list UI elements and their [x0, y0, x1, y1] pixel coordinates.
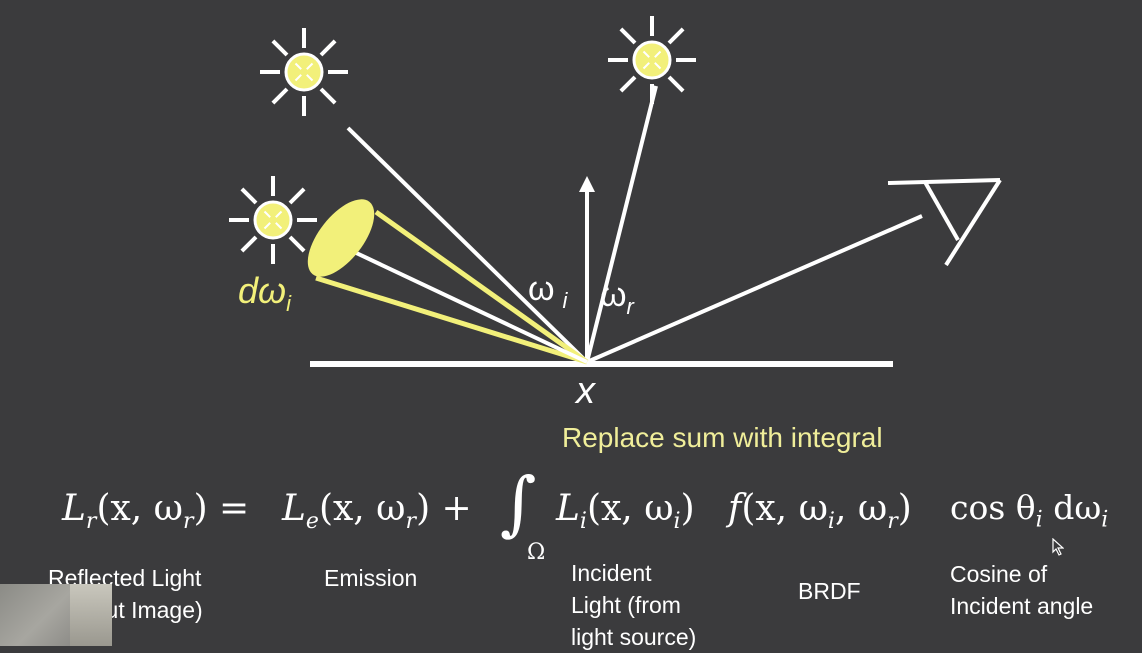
equation-lhs: Lr(x, ωr) =: [62, 488, 250, 535]
rendering-equation-diagram: [229, 16, 1002, 367]
integral-domain: Ω: [527, 540, 546, 565]
sun-ray: [288, 187, 306, 205]
domega-label: dωi: [238, 270, 291, 317]
equation-cosine: cos θi dωi: [950, 488, 1109, 533]
ray-top-light: [585, 85, 658, 363]
point-x-label: x: [576, 370, 595, 412]
sun-ray: [667, 75, 685, 93]
reflected-ray-eye: [586, 214, 923, 364]
caption-replace-sum: Replace sum with integral: [562, 422, 883, 453]
sun-core-mark: [294, 62, 302, 70]
sun-core: [253, 200, 293, 240]
light-source-top-left-icon: [260, 28, 348, 116]
sun-core-mark: [306, 62, 314, 70]
eye-icon: [887, 178, 1002, 267]
sun-ray: [667, 27, 685, 45]
mouse-cursor-icon: [1052, 538, 1064, 556]
equation-brdf: f(x, ωi, ωr): [728, 488, 912, 535]
integral-sign: ∫: [500, 462, 537, 544]
term-emission: Emission: [324, 565, 418, 591]
sun-ray: [619, 75, 637, 93]
solid-angle-cone: [307, 199, 589, 365]
sun-core-mark: [654, 50, 662, 58]
light-source-left-icon: [229, 176, 317, 264]
equation-incident: Li(x, ωi): [556, 488, 695, 535]
sun-ray: [240, 187, 258, 205]
sun-core-mark: [275, 222, 283, 230]
webcam-overlay: [0, 584, 112, 646]
equation-emission: Le(x, ωr) +: [282, 488, 472, 535]
incident-ray-left: [346, 126, 589, 364]
term-brdf: BRDF: [798, 578, 861, 604]
sun-core-mark: [642, 50, 650, 58]
sun-core-mark: [294, 74, 302, 82]
sun-core: [284, 52, 324, 92]
omega-r-label: ωr: [600, 276, 634, 319]
sun-core-mark: [275, 210, 283, 218]
sun-ray: [288, 235, 306, 253]
sun-core-mark: [263, 210, 271, 218]
sun-core-mark: [642, 62, 650, 70]
sun-core-mark: [654, 62, 662, 70]
sun-ray: [319, 39, 337, 57]
sun-core-mark: [306, 74, 314, 82]
sun-ray: [271, 87, 289, 105]
sun-ray: [240, 235, 258, 253]
sun-core-mark: [263, 222, 271, 230]
light-source-top-icon: [608, 16, 696, 104]
sun-ray: [319, 87, 337, 105]
sun-ray: [271, 39, 289, 57]
normal-arrowhead: [579, 176, 595, 192]
sun-ray: [619, 27, 637, 45]
sun-core: [632, 40, 672, 80]
